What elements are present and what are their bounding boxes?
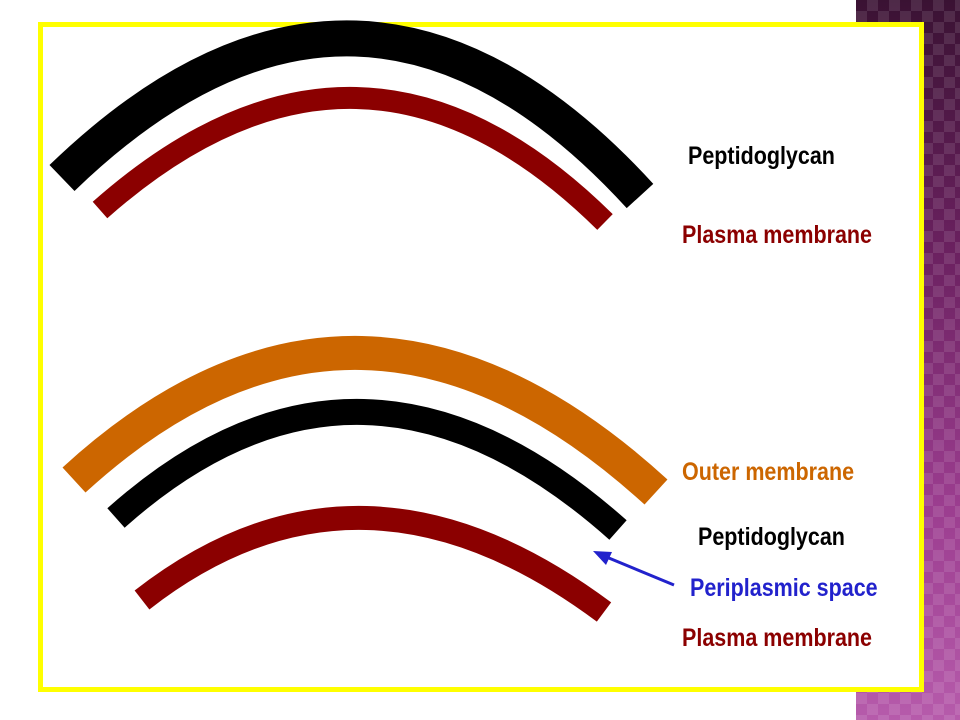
- periplasmic-space-arrowhead: [593, 551, 612, 565]
- top-plasma-membrane-layer: [92, 87, 613, 230]
- label-top-peptidoglycan: Peptidoglycan: [688, 142, 835, 170]
- label-outer-membrane: Outer membrane: [682, 458, 855, 486]
- bottom-plasma-membrane-layer: [134, 506, 612, 622]
- label-bottom-plasma-membrane: Plasma membrane: [682, 624, 873, 652]
- periplasmic-space-arrow: [603, 554, 675, 587]
- bottom-peptidoglycan-layer: [107, 398, 627, 540]
- label-periplasmic-space: Periplasmic space: [690, 574, 878, 602]
- label-top-plasma-membrane: Plasma membrane: [682, 221, 873, 249]
- label-bottom-peptidoglycan: Peptidoglycan: [698, 523, 845, 551]
- top-peptidoglycan-layer: [49, 20, 654, 209]
- outer-membrane-layer: [62, 335, 668, 505]
